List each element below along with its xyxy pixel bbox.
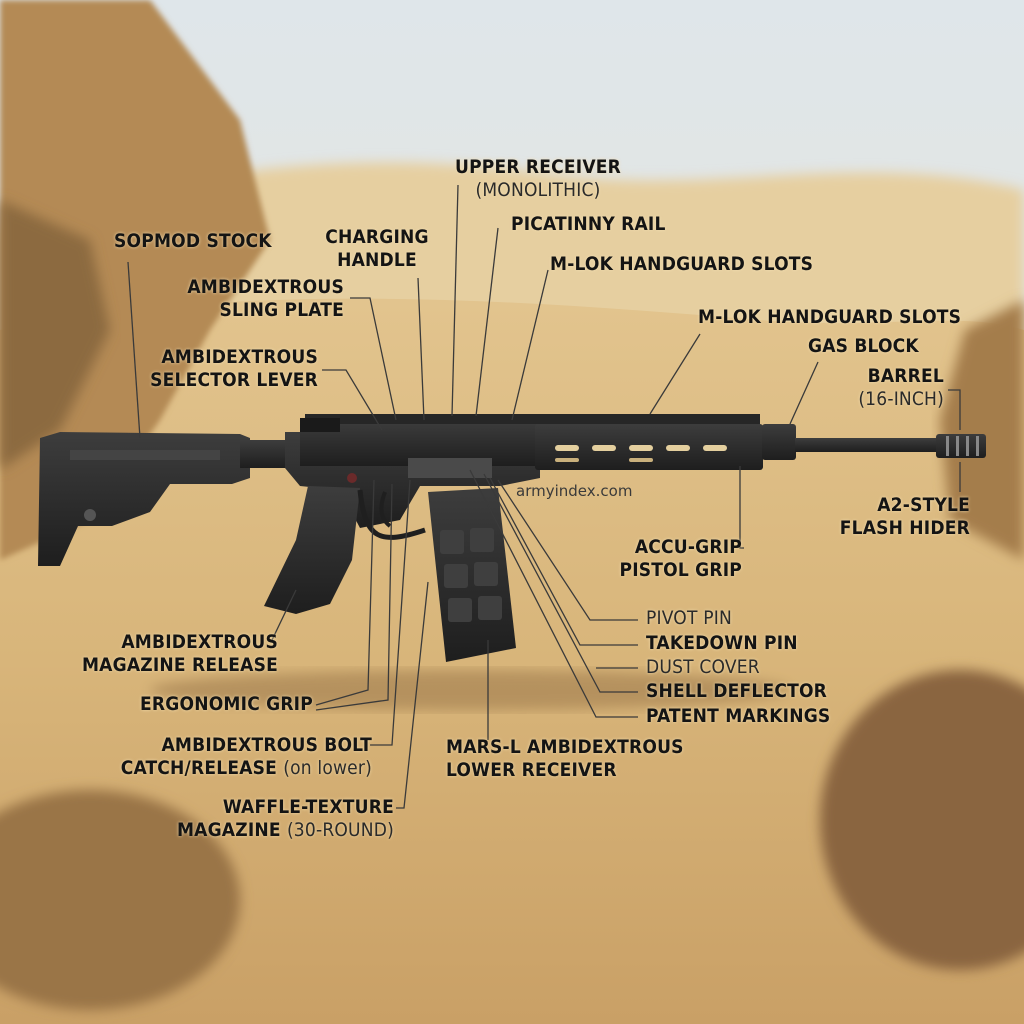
trigger	[379, 491, 392, 528]
label-charging-handle-line2: HANDLE	[337, 249, 417, 271]
leader-takedown-pin	[489, 477, 638, 646]
label-bolt-catch-line2: CATCH/RELEASE (on lower)	[110, 757, 372, 780]
leader-selector	[322, 369, 383, 431]
label-bolt-catch-line2b: (on lower)	[283, 757, 372, 779]
label-bolt-catch: AMBIDEXTROUS BOLT CATCH/RELEASE (on lowe…	[110, 734, 372, 780]
label-barrel-line1: BARREL	[867, 365, 944, 387]
label-barrel-line2: (16-INCH)	[858, 388, 944, 410]
leader-gas-block	[789, 361, 819, 425]
handguard-slots	[555, 445, 727, 462]
label-sopmod-stock: SOPMOD STOCK	[114, 230, 272, 252]
leader-accu-grip	[739, 466, 744, 549]
rock-formation-left-shadow	[0, 200, 110, 470]
picatinny-rail-shape	[305, 414, 760, 424]
label-accu-grip-line2: PISTOL GRIP	[619, 559, 742, 581]
label-bolt-catch-line2a: CATCH/RELEASE	[120, 757, 278, 779]
label-pivot-pin: PIVOT PIN	[646, 607, 732, 630]
leader-sopmod	[127, 261, 141, 439]
magazine-waffle	[440, 528, 502, 622]
label-magazine-release-line2: MAGAZINE RELEASE	[81, 654, 278, 676]
leader-shell-deflector	[483, 473, 638, 693]
gas-block-shape	[762, 424, 796, 460]
label-sling-plate: AMBIDEXTROUS SLING PLATE	[160, 276, 344, 322]
label-magazine-release: AMBIDEXTROUS MAGAZINE RELEASE	[60, 631, 278, 677]
label-lower-receiver-line2: LOWER RECEIVER	[446, 759, 617, 781]
label-charging-handle: CHARGING HANDLE	[318, 226, 436, 272]
sand-ground	[0, 298, 1024, 1024]
label-sling-plate-line2: SLING PLATE	[219, 299, 344, 321]
label-magazine-line2: MAGAZINE (30-ROUND)	[150, 819, 394, 842]
label-magazine: WAFFLE-TEXTURE MAGAZINE (30-ROUND)	[150, 796, 394, 842]
leader-mag-release	[271, 589, 297, 641]
foreground-rock-left	[0, 790, 240, 1010]
stock-tube	[240, 440, 290, 468]
label-mlok-slots-1: M-LOK HANDGUARD SLOTS	[550, 253, 814, 275]
leader-magazine	[396, 581, 429, 809]
charging-handle-shape	[300, 418, 340, 432]
label-accu-grip-line1: ACCU-GRIP	[634, 536, 742, 558]
label-magazine-line1: WAFFLE-TEXTURE	[222, 796, 394, 818]
label-magazine-line2a: MAGAZINE	[176, 819, 281, 841]
label-upper-receiver-line1: UPPER RECEIVER	[454, 156, 622, 178]
leader-barrel	[948, 389, 961, 430]
leader-mlok-2	[649, 333, 701, 415]
label-picatinny-rail: PICATINNY RAIL	[511, 213, 666, 235]
label-flash-hider: A2-STYLE FLASH HIDER	[830, 494, 970, 540]
label-gas-block: GAS BLOCK	[808, 335, 919, 357]
label-ergonomic-grip: ERGONOMIC GRIP	[140, 693, 313, 715]
rifle	[38, 414, 986, 662]
watermark: armyindex.com	[516, 482, 633, 500]
label-dust-cover-text: DUST COVER	[646, 656, 760, 678]
label-mlok-slots-2: M-LOK HANDGUARD SLOTS	[698, 306, 962, 328]
pistol-grip-shape	[264, 486, 360, 614]
label-upper-receiver: UPPER RECEIVER (MONOLITHIC)	[448, 156, 628, 202]
rifle-shadow	[150, 670, 790, 710]
label-lower-receiver-line1: MARS-L AMBIDEXTROUS	[446, 736, 684, 758]
leader-patent	[469, 469, 638, 718]
label-pivot-pin-text: PIVOT PIN	[646, 607, 732, 629]
leader-bolt-catch	[370, 479, 411, 746]
leader-upper-receiver	[451, 184, 459, 417]
label-barrel: BARREL (16-INCH)	[820, 365, 944, 411]
label-sling-plate-line1: AMBIDEXTROUS	[187, 276, 344, 298]
label-magazine-release-line1: AMBIDEXTROUS	[121, 631, 278, 653]
selector-lever-shape	[347, 473, 357, 483]
label-flash-hider-line2: FLASH HIDER	[839, 517, 970, 539]
label-upper-receiver-line2: (MONOLITHIC)	[475, 179, 601, 201]
rock-formation-left	[0, 0, 270, 560]
label-dust-cover: DUST COVER	[646, 656, 760, 679]
label-selector-lever: AMBIDEXTROUS SELECTOR LEVER	[120, 346, 318, 392]
sopmod-stock-shape	[38, 432, 250, 566]
leader-pivot-pin	[497, 479, 638, 621]
rock-formation-right	[940, 300, 1024, 560]
label-magazine-line2b: (30-ROUND)	[286, 819, 394, 841]
stock-cheek-notch	[70, 450, 220, 460]
label-bolt-catch-line1: AMBIDEXTROUS BOLT	[161, 734, 372, 756]
label-patent-markings: PATENT MARKINGS	[646, 705, 831, 727]
label-flash-hider-line1: A2-STYLE	[877, 494, 970, 516]
label-charging-handle-line1: CHARGING	[325, 226, 429, 248]
dust-cover-shape	[408, 458, 492, 478]
label-takedown-pin: TAKEDOWN PIN	[646, 632, 798, 654]
barrel-shape	[795, 438, 940, 452]
label-shell-deflector: SHELL DEFLECTOR	[646, 680, 828, 702]
label-accu-grip: ACCU-GRIP PISTOL GRIP	[600, 536, 742, 582]
leader-ergo-grip-2	[315, 483, 393, 711]
label-selector-lever-line2: SELECTOR LEVER	[150, 369, 318, 391]
leader-picatinny	[475, 227, 499, 417]
trigger-guard	[357, 489, 426, 540]
stock-sling-point	[84, 509, 96, 521]
leader-sling-plate	[350, 297, 397, 421]
leader-charging-handle	[417, 277, 425, 421]
label-selector-lever-line1: AMBIDEXTROUS	[161, 346, 318, 368]
leader-mlok-1	[511, 269, 549, 421]
leader-ergo-grip-1	[315, 479, 375, 706]
foreground-rock-right	[820, 670, 1024, 970]
flash-hider-slots	[946, 436, 979, 456]
label-lower-receiver: MARS-L AMBIDEXTROUS LOWER RECEIVER	[446, 736, 684, 782]
leader-lines	[127, 184, 961, 809]
